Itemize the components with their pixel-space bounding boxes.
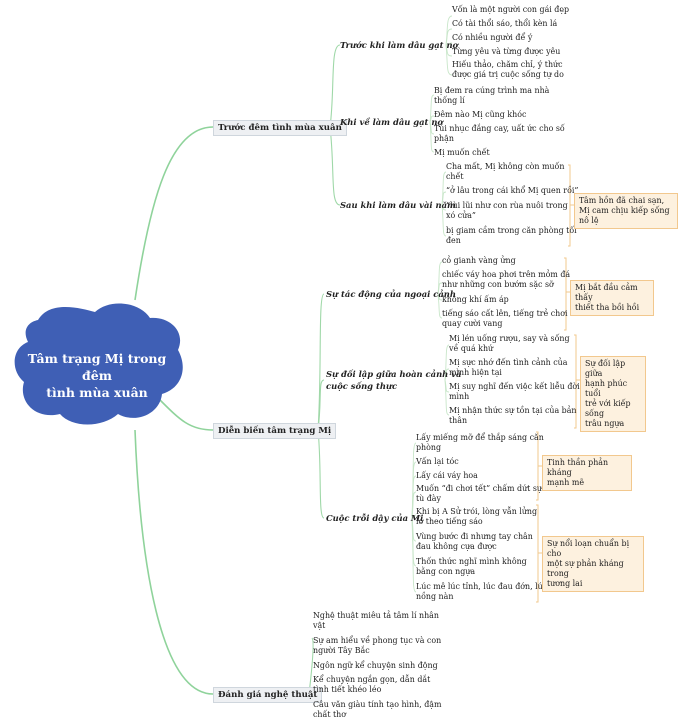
leaf-item[interactable]: Ngôn ngữ kể chuyện sinh động xyxy=(313,661,438,670)
leaf-item[interactable]: Vấn lại tóc xyxy=(416,457,459,466)
leaf-item[interactable]: “ở lâu trong cái khổ Mị quen rồi” xyxy=(446,186,579,195)
leaf-item[interactable]: Có tài thổi sáo, thổi kèn lá xyxy=(452,19,558,28)
leaf-item[interactable]: cỏ gianh vàng ửng xyxy=(442,256,516,265)
leaf-item[interactable]: Lấy cái váy hoa xyxy=(416,471,478,480)
sub-khi-ve-lam-dau[interactable]: Khi về làm dâu gạt nợ xyxy=(340,117,443,127)
branch-danh-gia[interactable]: Đánh giá nghệ thuật xyxy=(213,687,323,703)
link-root-b2 xyxy=(159,399,214,431)
sub-tac-dong-ngoai-canh[interactable]: Sự tác động của ngoại cảnh xyxy=(326,289,456,299)
leaf-item[interactable]: Đêm nào Mị cũng khóc xyxy=(434,110,527,119)
link-root-b1 xyxy=(134,126,214,301)
sub-cuoc-troi-day[interactable]: Cuộc trỗi dậy của Mị xyxy=(326,513,424,523)
leaf-item[interactable]: Có nhiều người để ý xyxy=(452,33,533,42)
central-topic[interactable]: Tâm trạng Mị trong đêm tình mùa xuân xyxy=(27,351,167,400)
sub-sau-khi-lam-dau[interactable]: Sau khi làm dâu vài năm xyxy=(340,200,456,210)
central-topic-shape xyxy=(14,303,183,425)
summary-note[interactable]: Tâm hồn đã chai sạn,Mị cam chịu kiếp sốn… xyxy=(574,193,678,229)
leaf-item[interactable]: không khí ấm áp xyxy=(442,295,509,304)
link-root-b3 xyxy=(134,429,214,695)
leaf-item[interactable]: Mị muốn chết xyxy=(434,148,490,157)
branch-dien-bien[interactable]: Diễn biến tâm trạng Mị xyxy=(213,423,337,439)
branch-truoc-dem-tinh[interactable]: Trước đêm tình mùa xuân xyxy=(213,120,347,136)
leaf-item[interactable]: Từng yêu và từng được yêu xyxy=(452,47,561,56)
leaf-item[interactable]: Vốn là một người con gái đẹp xyxy=(452,5,570,14)
sub-truoc-khi-lam-dau[interactable]: Trước khi làm dâu gạt nợ xyxy=(340,40,459,50)
